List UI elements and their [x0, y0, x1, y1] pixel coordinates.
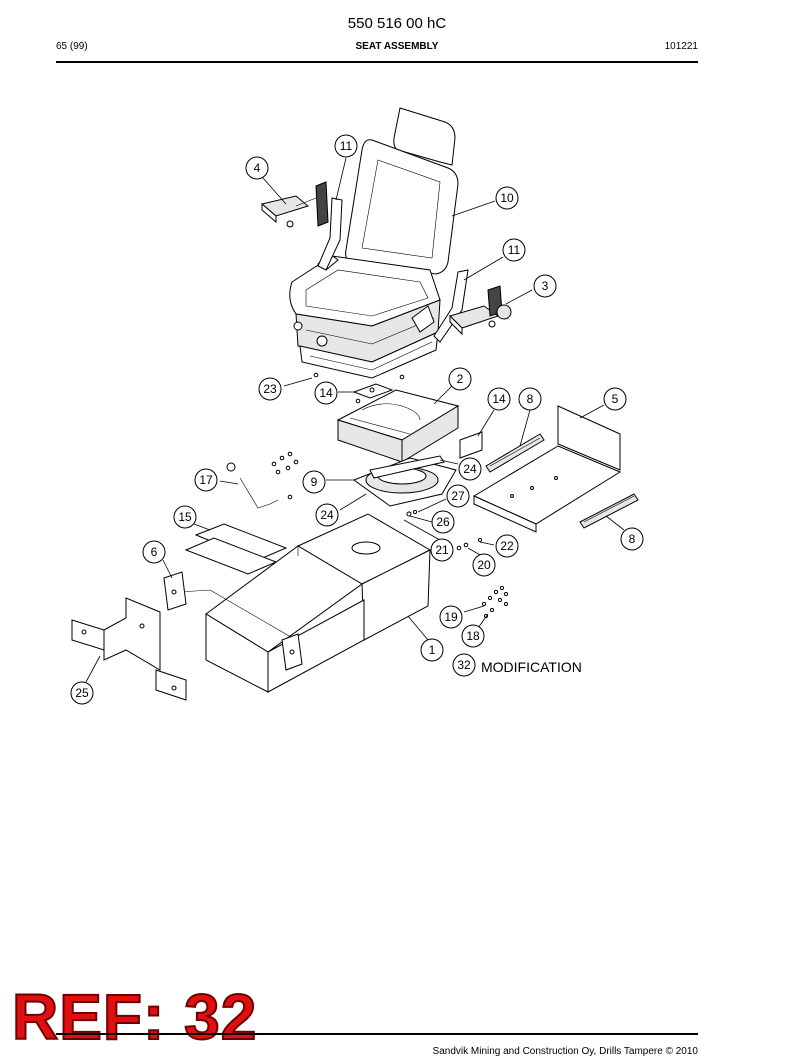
seat-slide-base	[336, 389, 460, 463]
svg-text:5: 5	[612, 392, 619, 406]
callout-4: 4	[245, 156, 269, 180]
seat-lever	[411, 305, 435, 333]
svg-text:21: 21	[435, 543, 449, 557]
svg-text:3: 3	[542, 279, 549, 293]
page-number: 65 (99)	[56, 41, 88, 52]
callout-11-lower: 11	[502, 238, 526, 262]
adjust-knob	[316, 335, 328, 347]
svg-text:19: 19	[444, 610, 458, 624]
callout-19: 19	[439, 605, 463, 629]
seat-cushion	[289, 255, 441, 327]
callout-8-lower: 8	[620, 527, 644, 551]
callout-21: 21	[430, 538, 454, 562]
tray	[472, 405, 622, 533]
document-number: 550 516 00 hC	[347, 15, 447, 32]
callout-24-left: 24	[315, 503, 339, 527]
svg-text:17: 17	[199, 473, 213, 487]
armrest-bracket-left	[317, 197, 343, 271]
reference-stamp: REF: 32	[11, 980, 258, 1054]
svg-text:1: 1	[429, 643, 436, 657]
callout-5: 5	[603, 387, 627, 411]
seat-box	[205, 513, 432, 693]
svg-text:4: 4	[254, 161, 261, 175]
callout-14-top: 14	[314, 381, 338, 405]
svg-text:8: 8	[527, 392, 534, 406]
svg-text:25: 25	[75, 686, 89, 700]
bolt-group-17	[271, 451, 299, 500]
rail-lower	[579, 493, 639, 529]
svg-text:9: 9	[311, 475, 318, 489]
callout-9: 9	[302, 470, 326, 494]
svg-text:14: 14	[492, 392, 506, 406]
svg-text:18: 18	[466, 629, 480, 643]
callout-25: 25	[70, 681, 94, 705]
armrest-left	[260, 181, 329, 228]
svg-text:10: 10	[500, 191, 514, 205]
seat-base-bottom	[299, 331, 439, 379]
leader-lines	[85, 157, 625, 683]
callout-2: 2	[448, 367, 472, 391]
callout-32: 32	[452, 653, 476, 677]
cushion-panel	[305, 269, 429, 317]
svg-text:22: 22	[500, 539, 514, 553]
callout-26: 26	[431, 510, 455, 534]
callout-22: 22	[495, 534, 519, 558]
page-title: SEAT ASSEMBLY	[355, 41, 439, 52]
armrest-bracket-right	[433, 269, 469, 343]
callout-27: 27	[446, 484, 470, 508]
modification-note: MODIFICATION	[481, 659, 582, 675]
lever-knob	[226, 462, 236, 472]
callout-1: 1	[420, 638, 444, 662]
armrest-right	[449, 285, 512, 336]
callout-3: 3	[533, 274, 557, 298]
callout-8-upper: 8	[518, 387, 542, 411]
hardware-small	[406, 509, 509, 619]
rail-upper	[485, 433, 545, 473]
callout-18: 18	[461, 624, 485, 648]
seat-drawing	[289, 107, 459, 379]
backrest	[345, 139, 459, 275]
revision-code: 101221	[664, 41, 698, 52]
callout-11-upper: 11	[334, 134, 358, 158]
mounting-bracket	[71, 597, 187, 701]
svg-text:14: 14	[319, 386, 333, 400]
backrest-panel	[361, 159, 441, 259]
svg-text:32: 32	[457, 658, 471, 672]
svg-text:20: 20	[477, 558, 491, 572]
footer-copyright: Sandvik Mining and Construction Oy, Dril…	[432, 1046, 698, 1057]
lever-rod	[239, 477, 279, 509]
swivel-plate	[352, 455, 457, 507]
svg-text:26: 26	[436, 515, 450, 529]
callout-15: 15	[173, 505, 197, 529]
svg-text:11: 11	[340, 139, 353, 153]
svg-text:24: 24	[320, 508, 334, 522]
handle-bar	[163, 571, 303, 671]
footer-divider	[56, 1033, 698, 1035]
svg-text:15: 15	[178, 510, 192, 524]
svg-text:2: 2	[457, 372, 464, 386]
callout-17: 17	[194, 468, 218, 492]
svg-text:24: 24	[463, 462, 477, 476]
svg-text:6: 6	[151, 545, 158, 559]
svg-text:8: 8	[629, 532, 636, 546]
callout-20: 20	[472, 553, 496, 577]
callout-24-right: 24	[458, 457, 482, 481]
callout-6: 6	[142, 540, 166, 564]
callout-23: 23	[258, 377, 282, 401]
plate-side	[459, 431, 483, 459]
callout-14-side: 14	[487, 387, 511, 411]
headrest	[393, 107, 456, 166]
header-divider	[56, 61, 698, 63]
svg-text:23: 23	[263, 382, 277, 396]
svg-text:11: 11	[508, 243, 521, 257]
callout-10: 10	[495, 186, 519, 210]
svg-text:27: 27	[451, 489, 465, 503]
